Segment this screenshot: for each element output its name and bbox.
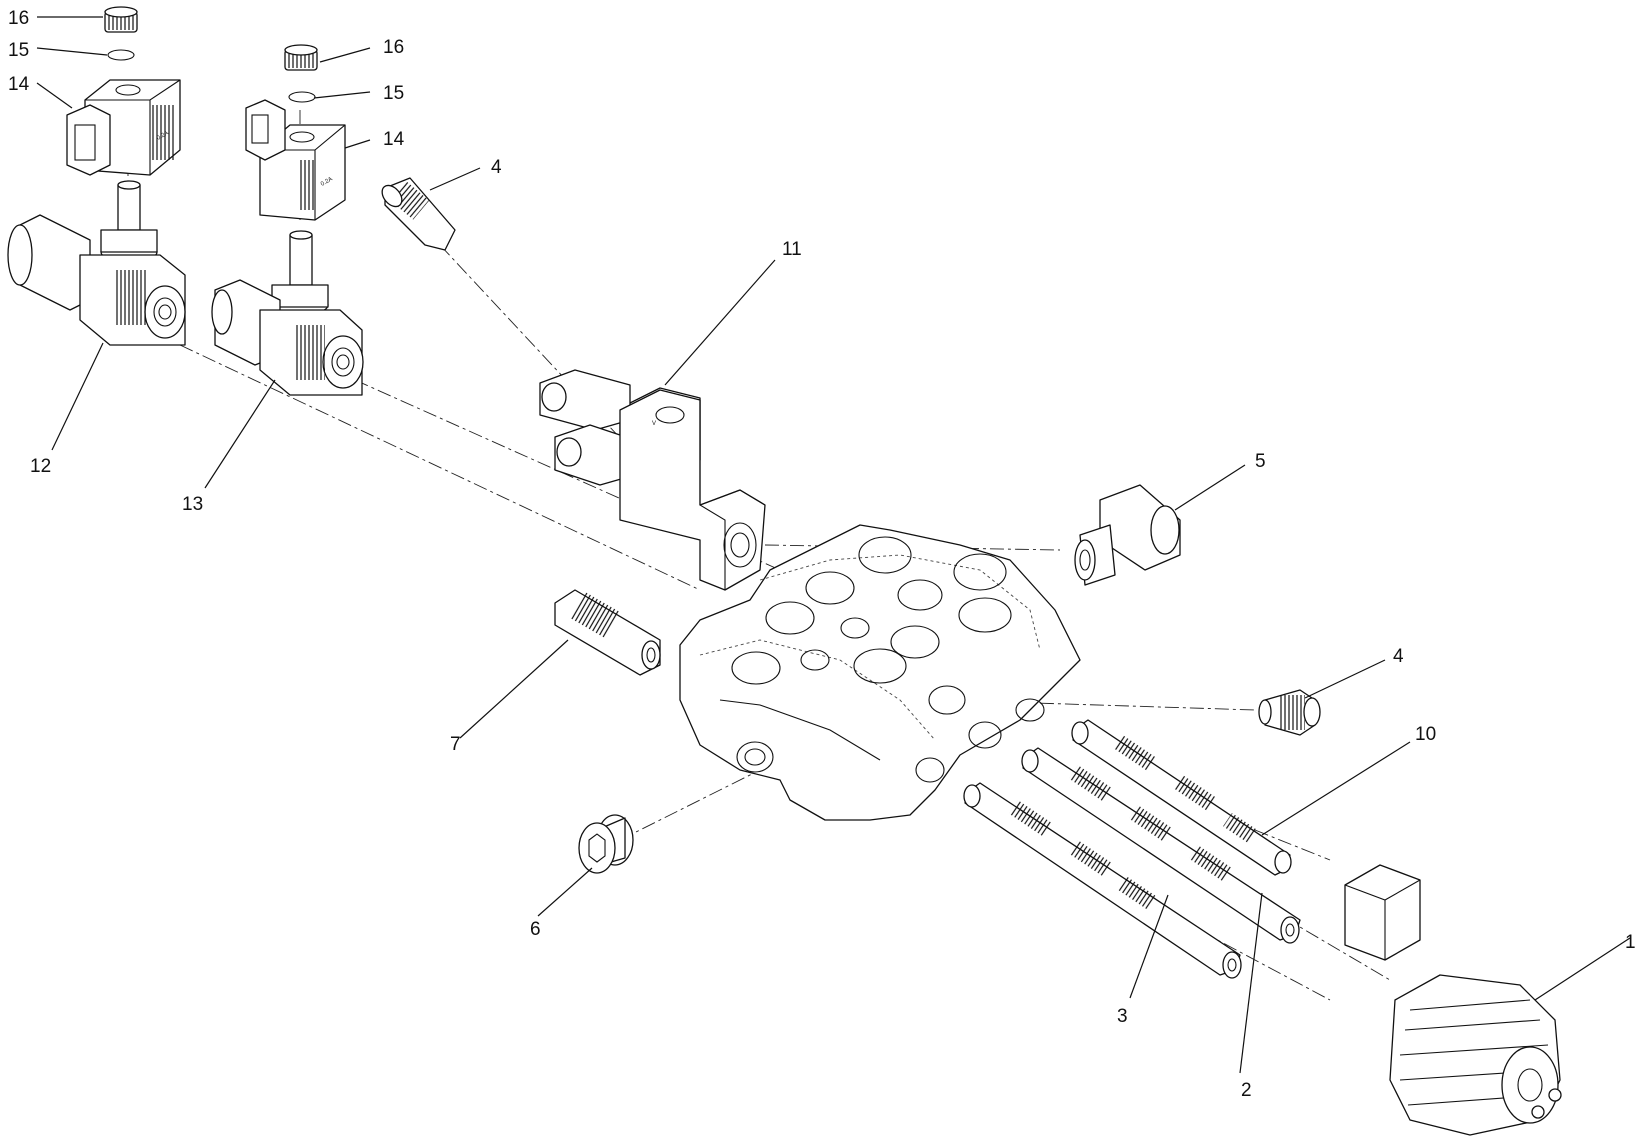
part-2-spool [1021,747,1301,944]
callout-7: 7 [450,734,461,755]
part-5-fitting [1074,484,1181,586]
spool-end-block [1344,864,1421,961]
callout-14-right: 14 [383,129,405,150]
callout-labels: 16 15 14 16 15 14 4 11 12 13 5 4 10 7 6 … [8,8,1636,1101]
part-7-cartridge [554,589,661,676]
part-14-left-coil [66,79,181,176]
part-1-boot [1389,974,1562,1136]
part-3-spool [963,782,1242,979]
callout-3: 3 [1117,1006,1128,1027]
part-16-right-nut [284,44,318,71]
part-15-right-oring [288,91,316,103]
callout-13: 13 [182,494,203,515]
callout-15-left: 15 [8,40,29,61]
leader-lines [36,16,1631,1074]
callout-4-upper: 4 [491,157,502,178]
valve-body [679,524,1081,821]
part-4-lower-fitting [1258,689,1321,736]
callout-12: 12 [30,456,51,477]
callout-16-left: 16 [8,8,29,29]
coil-b-marking: 0.2A [320,176,334,187]
part-13-valve [211,230,364,396]
callout-4-lower: 4 [1393,646,1404,667]
port-v-marking: V [652,421,656,427]
callout-14-left: 14 [8,74,30,95]
part-12-valve [7,180,186,346]
callout-1: 1 [1625,932,1636,953]
part-15-left-oring [107,49,135,61]
callout-11: 11 [782,239,802,260]
part-6-plug [578,814,634,874]
callout-2: 2 [1241,1080,1252,1101]
part-4-upper-fitting [381,177,456,251]
part-16-left-nut [104,6,138,33]
part-14-right-coil: 0.2A [245,99,346,221]
callout-15-right: 15 [383,83,404,104]
coil-a-marking: 0.2A [156,130,170,141]
part-10-spool [1071,719,1292,876]
callout-5: 5 [1255,451,1266,472]
callout-6: 6 [530,919,541,940]
callout-10: 10 [1415,724,1436,745]
callout-16-right: 16 [383,37,404,58]
part-11-valve-block: V [539,369,766,591]
